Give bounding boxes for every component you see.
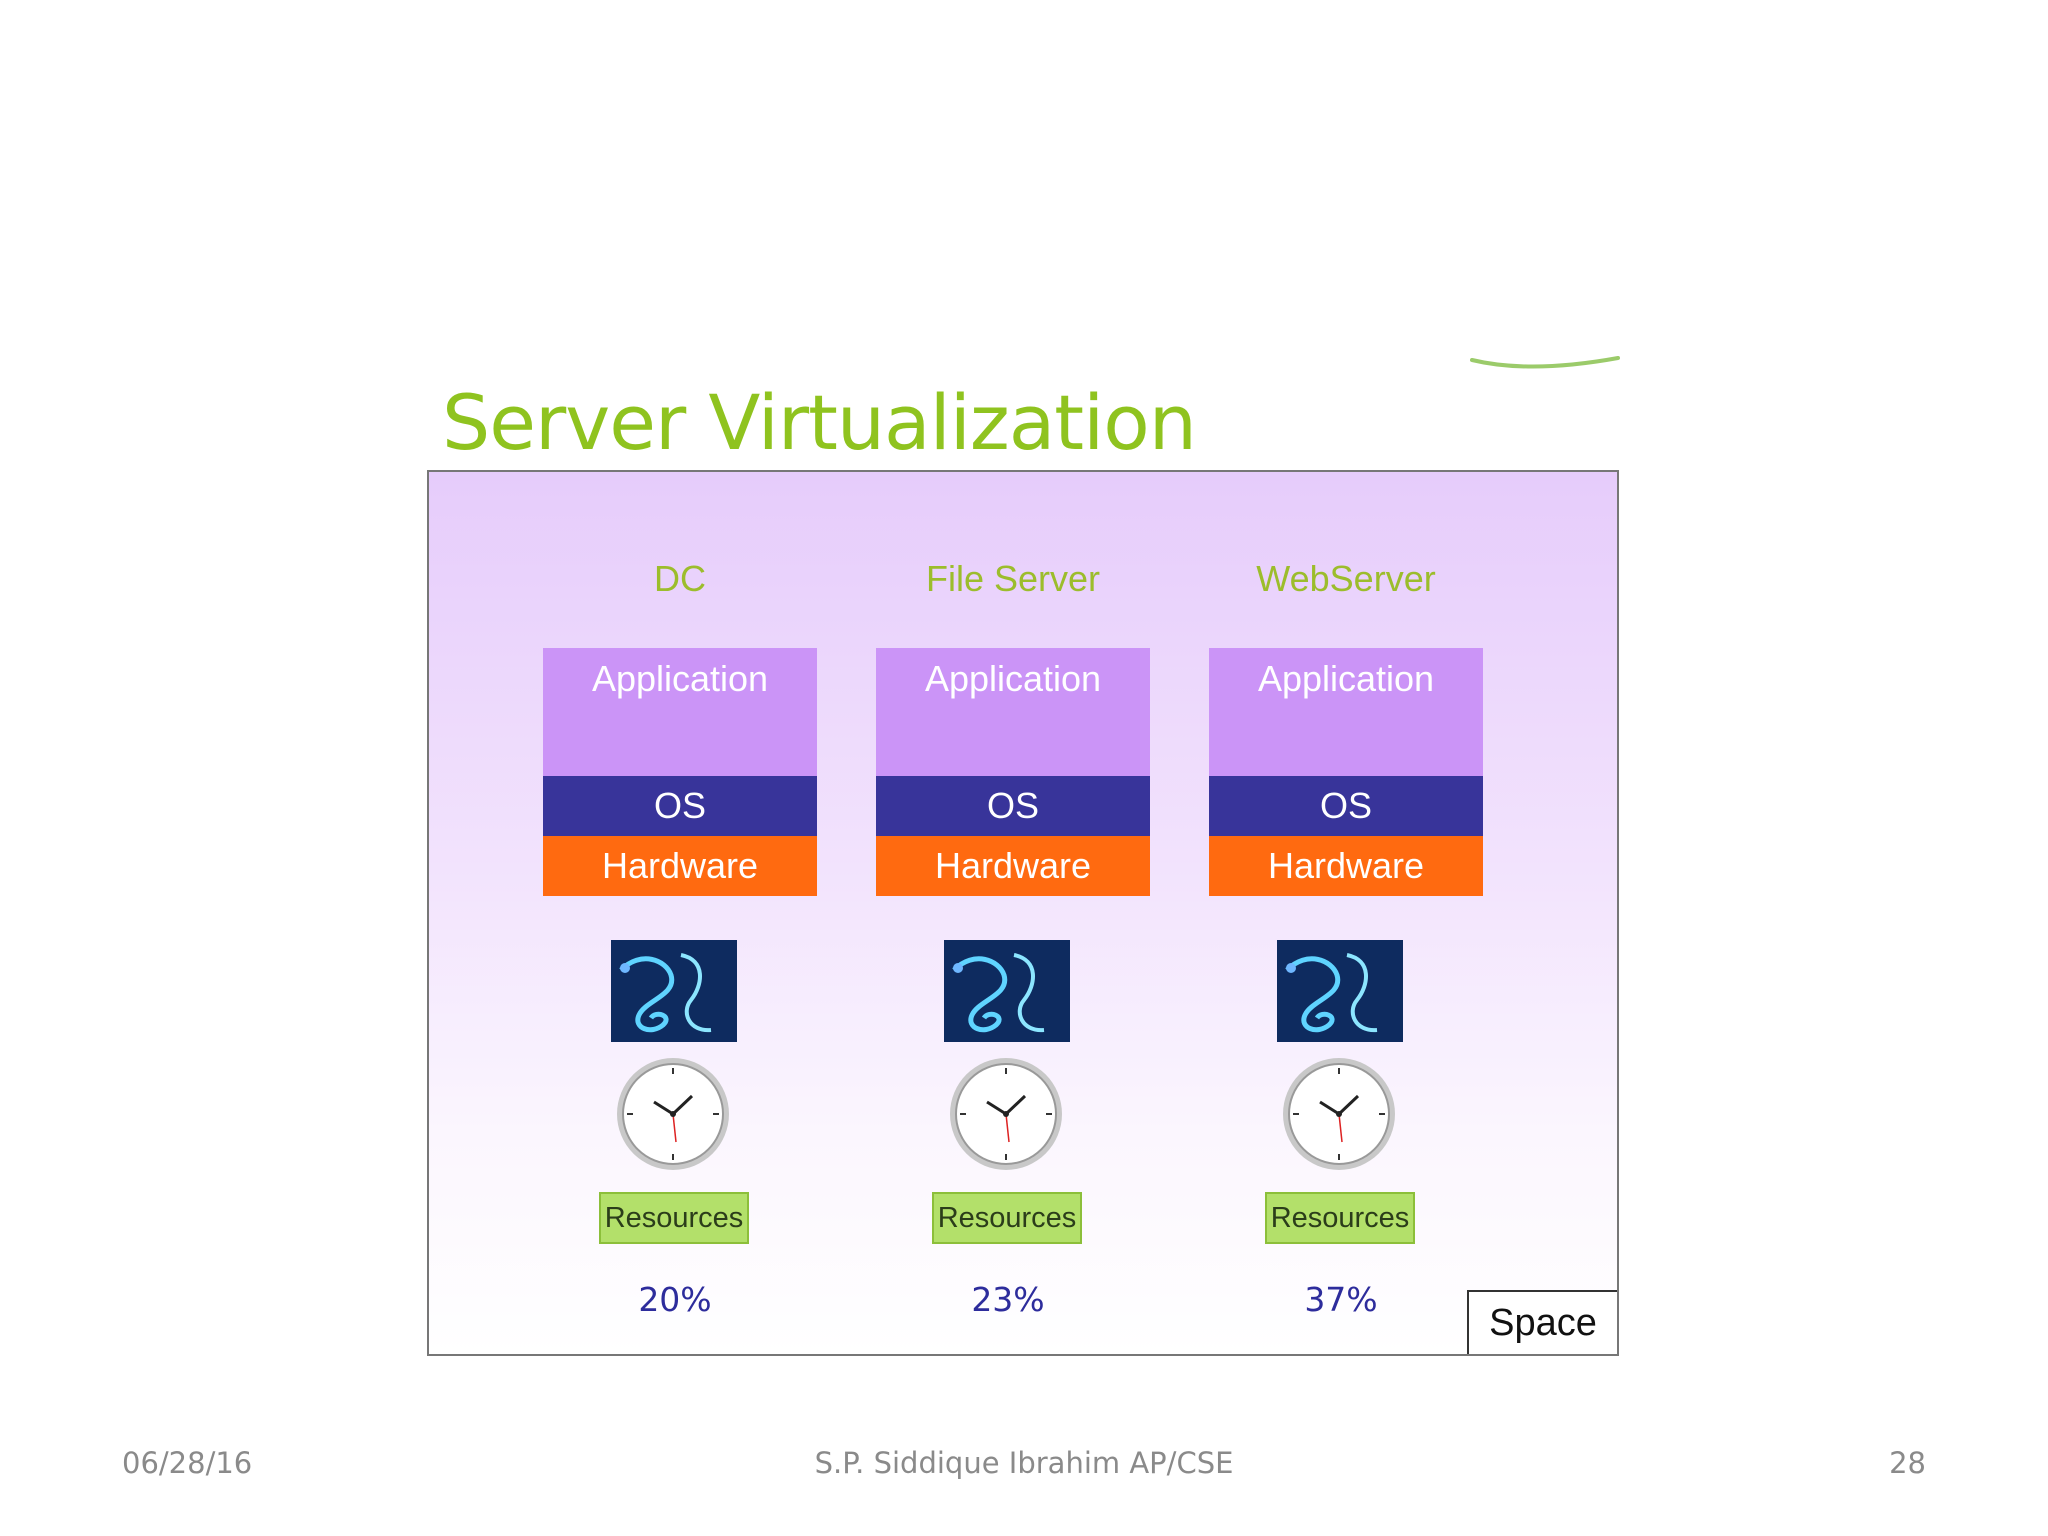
application-layer: Application <box>1209 648 1483 776</box>
resources-badge: Resources <box>932 1192 1082 1244</box>
application-layer: Application <box>876 648 1150 776</box>
hardware-layer: Hardware <box>543 836 817 896</box>
footer-date: 06/28/16 <box>122 1446 253 1480</box>
page-number: 28 <box>1889 1446 1926 1480</box>
usage-percent: 20% <box>638 1280 712 1319</box>
column-title: WebServer <box>1256 558 1436 599</box>
power-cable-icon <box>611 940 737 1042</box>
os-layer: OS <box>1209 776 1483 836</box>
diagram-panel: DC Application OS Hardware Resources 20% <box>427 470 1619 1356</box>
power-cable-icon <box>1277 940 1403 1042</box>
clock-icon <box>617 1058 729 1170</box>
column-title: File Server <box>925 558 1101 599</box>
server-column: WebServer Application OS Hardware Resour… <box>1209 472 1483 1354</box>
server-column: File Server Application OS Hardware Reso… <box>876 472 1150 1354</box>
column-title: DC <box>654 558 706 599</box>
slide-title: Server Virtualization <box>442 378 1197 467</box>
clock-icon <box>950 1058 1062 1170</box>
os-layer: OS <box>876 776 1150 836</box>
hardware-layer: Hardware <box>876 836 1150 896</box>
resources-badge: Resources <box>1265 1192 1415 1244</box>
usage-percent: 37% <box>1304 1280 1378 1319</box>
server-column: DC Application OS Hardware Resources 20% <box>543 472 817 1354</box>
power-cable-icon <box>944 940 1070 1042</box>
hardware-layer: Hardware <box>1209 836 1483 896</box>
accent-swoosh <box>1470 356 1620 369</box>
os-layer: OS <box>543 776 817 836</box>
footer-author: S.P. Siddique Ibrahim AP/CSE <box>814 1446 1234 1480</box>
resources-badge: Resources <box>599 1192 749 1244</box>
clock-icon <box>1283 1058 1395 1170</box>
usage-percent: 23% <box>971 1280 1045 1319</box>
application-layer: Application <box>543 648 817 776</box>
space-label: Space <box>1467 1290 1617 1354</box>
